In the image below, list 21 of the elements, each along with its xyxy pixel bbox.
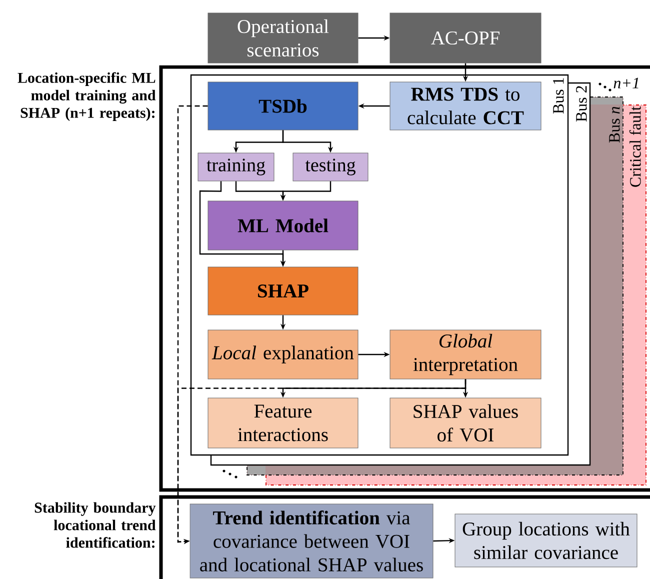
- process-box: Trend identification via covariance between VOI and locational SHAP values: [190, 504, 434, 578]
- repeat-label: n+1: [614, 78, 638, 88]
- process-box: AC-OPF: [390, 12, 542, 64]
- section-label: Location-specific ML model training and SHAP (n+1 repeats):: [18, 72, 156, 121]
- layer-label: Bus 2: [576, 86, 587, 122]
- process-box: SHAP: [208, 266, 358, 316]
- process-box: RMS TDS to calculate CCT: [390, 82, 542, 130]
- layer-label: Critical fault: [629, 106, 641, 187]
- layer-label: Bus n: [609, 106, 620, 143]
- output-box: SHAP values of VOI: [390, 398, 542, 448]
- data-split-box: testing: [292, 152, 368, 182]
- section-label: Stability boundary locational trend identification:: [34, 502, 156, 548]
- process-box: Group locations with similar covariance: [454, 514, 638, 568]
- layer-label: Bus 1: [553, 78, 564, 114]
- model-box: ML Model: [208, 200, 358, 250]
- output-box: Feature interactions: [208, 398, 358, 448]
- database-box: TSDb: [208, 82, 358, 130]
- scenario-box: Operational scenarios: [208, 12, 358, 64]
- process-box: Global interpretation: [390, 330, 542, 380]
- process-box: Local explanation: [208, 330, 358, 380]
- data-split-box: training: [198, 152, 274, 182]
